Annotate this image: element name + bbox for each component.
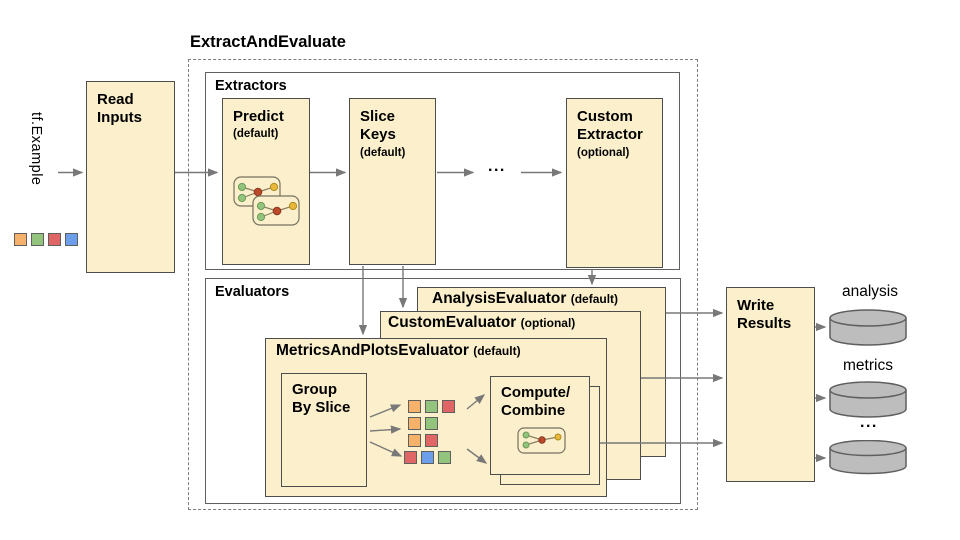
green-slice-square: [438, 451, 451, 464]
predict-label: Predict: [233, 108, 284, 125]
output-metrics-label: metrics: [843, 357, 893, 374]
custom-extractor-qualifier: (optional): [577, 146, 630, 159]
slice-row: [408, 434, 455, 447]
custom-evaluator-title: CustomEvaluator (optional): [388, 314, 576, 331]
predict-extractor-box: Predict (default): [222, 98, 310, 265]
input-legend: [14, 233, 82, 246]
green-example-square: [31, 233, 44, 246]
metrics-and-plots-evaluator-title: MetricsAndPlotsEvaluator (default): [276, 342, 521, 359]
green-slice-square: [425, 417, 438, 430]
slice-keys-extractor-box: Slice Keys (default): [349, 98, 436, 265]
red-example-square: [48, 233, 61, 246]
orange-example-square: [14, 233, 27, 246]
read-inputs-box: Read Inputs: [86, 81, 175, 273]
blue-slice-square: [421, 451, 434, 464]
slice-row: [404, 451, 455, 464]
compute-combine-label: Compute/ Combine: [501, 384, 571, 420]
combine-graph-icon: [517, 427, 566, 454]
red-slice-square: [404, 451, 417, 464]
input-label: tf.Example: [28, 112, 44, 186]
write-results-box: Write Results: [726, 287, 815, 482]
write-results-label: Write Results: [737, 297, 792, 333]
metrics-database-icon: [829, 381, 907, 418]
slice-grid: [404, 400, 455, 468]
red-slice-square: [425, 434, 438, 447]
analysis-evaluator-title: AnalysisEvaluator (default): [432, 290, 619, 307]
evaluators-label: Evaluators: [215, 284, 290, 300]
diagram-title: ExtractAndEvaluate: [190, 33, 346, 51]
extract-and-evaluate-container: [188, 59, 698, 510]
slice-keys-label: Slice Keys: [360, 108, 396, 144]
custom-extractor-box: Custom Extractor (optional): [566, 98, 663, 268]
custom-extractor-label: Custom Extractor: [577, 108, 643, 144]
analysis-database-icon: [829, 309, 907, 346]
output-analysis-label: analysis: [842, 283, 898, 300]
extractors-ellipsis: ...: [488, 158, 506, 175]
output-ellipsis-label: ...: [860, 414, 878, 431]
model-graph-icon: [233, 176, 300, 226]
other-database-icon: [829, 440, 907, 475]
orange-slice-square: [408, 417, 421, 430]
read-inputs-label: Read Inputs: [97, 91, 142, 127]
red-slice-square: [442, 400, 455, 413]
green-slice-square: [425, 400, 438, 413]
slice-row: [408, 400, 455, 413]
group-by-slice-label: Group By Slice: [292, 381, 351, 417]
compute-combine-box: Compute/ Combine: [490, 376, 590, 475]
group-by-slice-box: Group By Slice: [281, 373, 367, 487]
slice-keys-qualifier: (default): [360, 146, 406, 159]
slice-row: [408, 417, 455, 430]
extractors-label: Extractors: [215, 78, 287, 94]
predict-qualifier: (default): [233, 128, 279, 141]
orange-slice-square: [408, 434, 421, 447]
blue-example-square: [65, 233, 78, 246]
orange-slice-square: [408, 400, 421, 413]
